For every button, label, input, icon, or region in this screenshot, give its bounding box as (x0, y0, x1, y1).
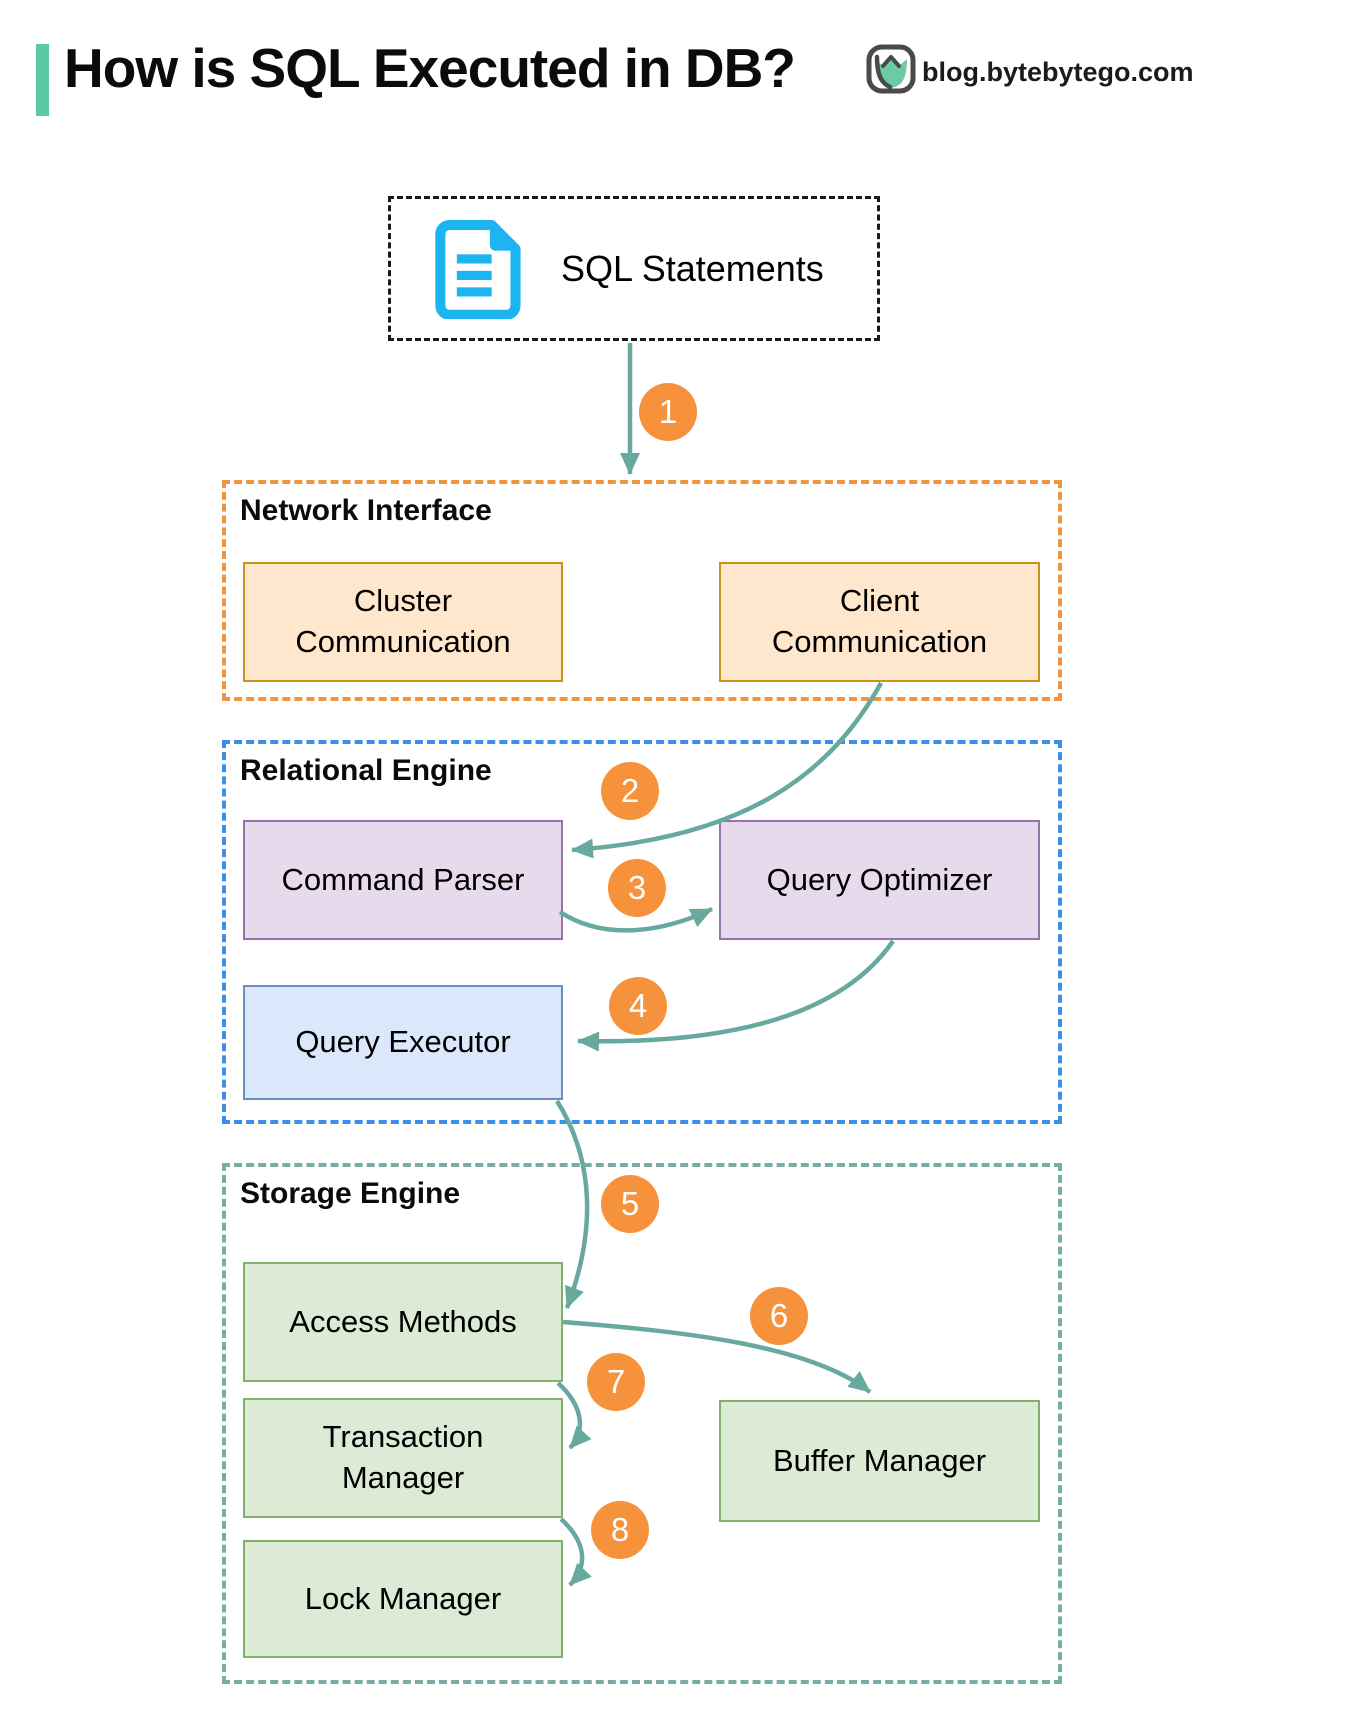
title-accent-bar (36, 44, 49, 116)
step-badge-4: 4 (609, 977, 667, 1035)
document-icon (433, 219, 521, 320)
node-label: Cluster Communication (295, 583, 511, 659)
section-label-network: Network Interface (240, 494, 492, 527)
section-storage-engine: Storage Engine (222, 1163, 1062, 1684)
step-badge-8: 8 (591, 1501, 649, 1559)
bytebytego-logo-icon (866, 44, 916, 94)
step-badge-2: 2 (601, 762, 659, 820)
node-query-executor: Query Executor (243, 985, 563, 1100)
node-access-methods: Access Methods (243, 1262, 563, 1382)
node-cluster-communication: Cluster Communication (243, 562, 563, 682)
node-label: Command Parser (281, 861, 525, 897)
node-client-communication: Client Communication (719, 562, 1040, 682)
node-label: Transaction Manager (322, 1419, 484, 1495)
node-label: Client Communication (771, 583, 988, 659)
node-label: Buffer Manager (772, 1442, 987, 1478)
step-badge-5: 5 (601, 1175, 659, 1233)
page-title: How is SQL Executed in DB? (64, 37, 796, 99)
step-badge-1: 1 (639, 383, 697, 441)
node-query-optimizer: Query Optimizer (719, 820, 1040, 940)
node-transaction-manager: Transaction Manager (243, 1398, 563, 1518)
step-badge-6: 6 (750, 1287, 808, 1345)
node-label: Query Optimizer (766, 861, 993, 897)
node-label: Access Methods (289, 1303, 517, 1339)
node-label: Lock Manager (304, 1580, 502, 1616)
node-label: Query Executor (295, 1024, 511, 1060)
sql-statements-label: SQL Statements (561, 247, 824, 289)
step-badge-7: 7 (587, 1353, 645, 1411)
node-lock-manager: Lock Manager (243, 1540, 563, 1658)
node-command-parser: Command Parser (243, 820, 563, 940)
section-label-relational: Relational Engine (240, 754, 492, 787)
sql-statements-box: SQL Statements (388, 196, 880, 341)
node-buffer-manager: Buffer Manager (719, 1400, 1040, 1522)
step-badge-3: 3 (608, 859, 666, 917)
section-label-storage: Storage Engine (240, 1177, 461, 1210)
site-url: blog.bytebytego.com (922, 57, 1194, 87)
